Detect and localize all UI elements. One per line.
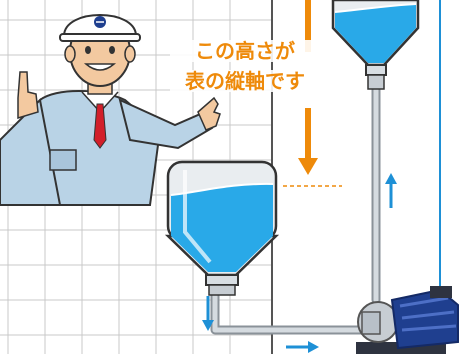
engineer-with-hardhat-icon: [0, 14, 221, 206]
callout-line-2: 表の縦軸です: [170, 70, 320, 92]
upper-tank: [331, 0, 420, 90]
lower-tank: [164, 160, 280, 296]
centrifugal-pump-icon: [356, 286, 459, 354]
flow-arrow-icon: [202, 173, 397, 353]
callout-line-1: この高さが: [170, 40, 320, 62]
piping: [210, 85, 381, 335]
